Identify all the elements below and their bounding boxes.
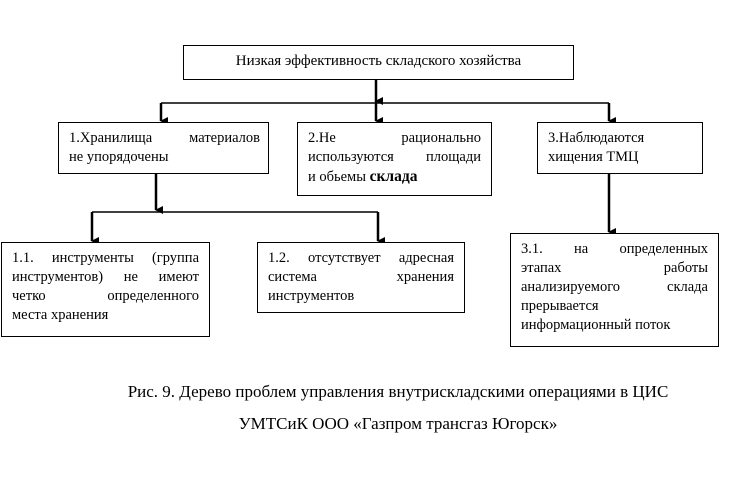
problem-box-3-1: 3.1. на определенных этапах работы анали… (510, 233, 719, 347)
problem-3-1-line-4: прерывается (521, 298, 599, 314)
problem-3-line-2: хищения ТМЦ (548, 149, 639, 165)
problem-box-1-1: 1.1. инструменты (группа инструментов) н… (1, 242, 210, 337)
problem-2-line-3-bold: склада (369, 168, 418, 185)
problem-3-1-line-1: 3.1. на определенных (521, 241, 708, 257)
problem-2-line-3: и обьемы склада (308, 167, 481, 187)
problem-1-1-line-1: 1.1. инструменты (группа (12, 250, 199, 266)
problem-2-line-1: 2.Не рационально (308, 130, 481, 146)
figure-caption-line-1: Рис. 9. Дерево проблем управления внутри… (127, 382, 669, 401)
problem-3-line-1: 3.Наблюдаются (548, 130, 645, 146)
problem-1-2-line-2: система хранения (268, 269, 454, 285)
problem-1-1-line-4: места хранения (12, 307, 109, 323)
problem-3-1-line-2: этапах работы (521, 260, 708, 276)
problem-box-3: 3.Наблюдаются хищения ТМЦ (537, 122, 703, 174)
problem-box-1-2: 1.2. отсутствует адресная система хранен… (257, 242, 465, 313)
problem-1-line-2: не упорядочены (69, 149, 169, 165)
problem-1-2-line-1: 1.2. отсутствует адресная (268, 250, 454, 266)
problem-3-1-line-3: анализируемого склада (521, 279, 708, 295)
problem-box-2: 2.Не рационально используются площади и … (297, 122, 492, 196)
problem-2-line-3-prefix: и обьемы (308, 169, 370, 185)
figure-caption-line-2: УМТСиК ООО «Газпром трансгаз Югорск» (238, 414, 558, 433)
problem-2-line-2: используются площади (308, 149, 481, 165)
problem-1-line-1: 1.Хранилища материалов (69, 130, 260, 146)
root-problem-label: Низкая эффективность складского хозяйств… (235, 53, 522, 69)
problem-box-1: 1.Хранилища материалов не упорядочены (58, 122, 269, 174)
root-problem-box: Низкая эффективность складского хозяйств… (183, 45, 574, 80)
problem-1-1-line-3: четко определенного (12, 288, 199, 304)
problem-3-1-line-5: информационный поток (521, 317, 671, 333)
problem-1-2-line-3: инструментов (268, 288, 355, 304)
problem-1-1-line-2: инструментов) не имеют (12, 269, 199, 285)
